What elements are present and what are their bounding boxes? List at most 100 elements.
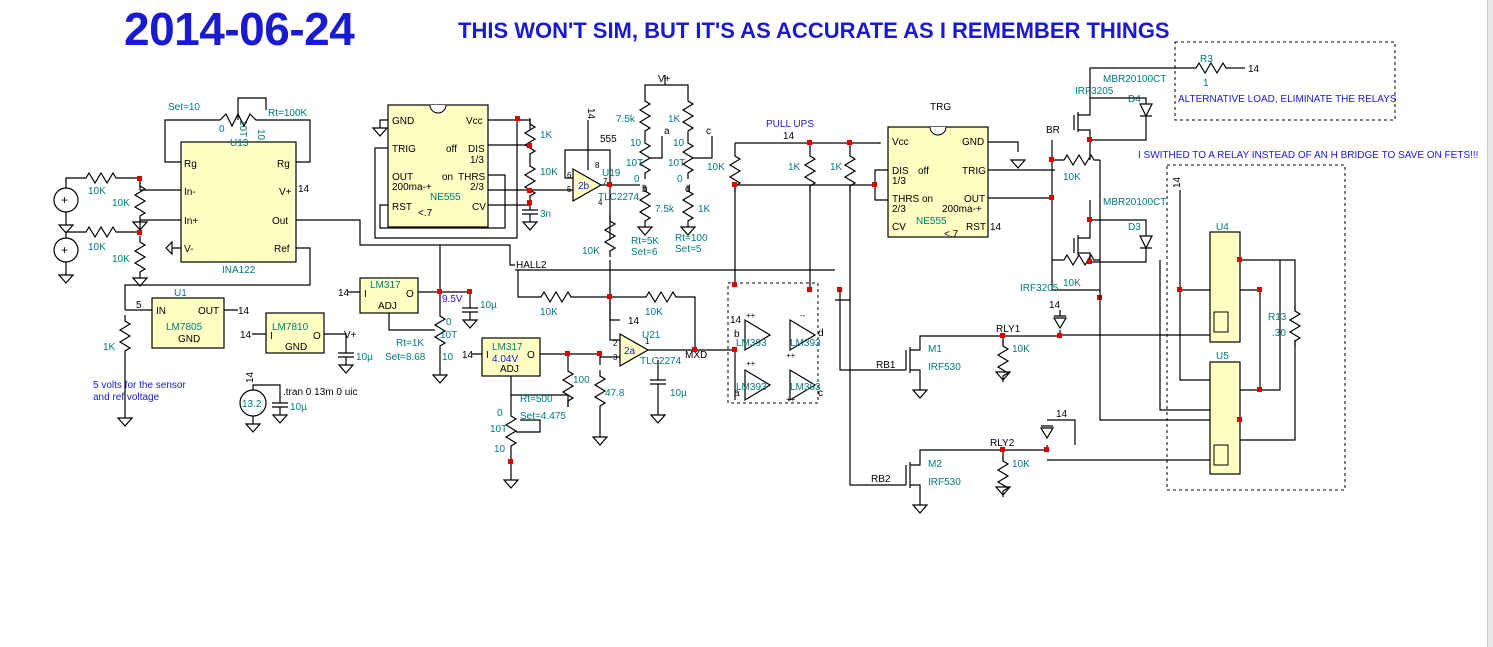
t-gnd: GND <box>392 116 414 127</box>
lm393-c: c <box>818 388 823 399</box>
pin-vp: V+ <box>279 187 292 198</box>
t-dis-frac: 1/3 <box>470 155 484 166</box>
net-d: d <box>685 184 691 195</box>
lm317a-i: I <box>364 289 367 300</box>
p-10ta: 10T <box>626 158 643 169</box>
r-in2: 10K <box>112 198 130 209</box>
lm393-a: a <box>734 388 740 399</box>
net-rb2: RB2 <box>871 474 891 485</box>
c-batt: 10µ <box>290 402 307 413</box>
d4: D4 <box>1128 94 1141 105</box>
lm317-2: LM317 I O 4.04V ADJ 14 100 47.8 Rt=500 S… <box>462 337 625 489</box>
t2-out: OUT <box>964 194 985 205</box>
p-r1: 7.5k <box>616 114 636 125</box>
lm393-b: b <box>734 329 740 340</box>
lm317-1: LM317 I O ADJ 9.5V 14 10µ 0 10T 10 Rt=1K… <box>338 245 497 384</box>
u21-tlc: TLC2274 <box>640 356 682 367</box>
relay-note: I SWITHED TO A RELAY INSTEAD OF AN H BRI… <box>1138 150 1478 161</box>
p-rt1: Rt=5K <box>631 236 659 247</box>
t2-rst-14: 14 <box>990 222 1002 233</box>
net-rly2: RLY2 <box>990 438 1015 449</box>
sensor-note-2: and ref voltage <box>93 392 160 403</box>
lm317a-name: LM317 <box>370 280 401 291</box>
t-out-i: 200ma-+ <box>392 182 432 193</box>
t2-dis: DIS <box>892 166 909 177</box>
t-thrs-frac: 2/3 <box>470 182 484 193</box>
t-c3n: 3n <box>540 209 551 220</box>
p-r4: 1K <box>698 204 711 215</box>
pin-inp: In+ <box>184 216 198 227</box>
d-rly2-14: 14 <box>1056 409 1068 420</box>
t-off: off <box>446 144 457 155</box>
net-c: c <box>706 126 711 137</box>
net-trg: TRG <box>930 102 951 113</box>
u19-p8: 8 <box>595 161 600 170</box>
t-trig: TRIG <box>392 144 416 155</box>
p-rt2: Rt=100 <box>675 233 708 244</box>
t-dis: DIS <box>468 144 485 155</box>
pu-r1: 10K <box>707 162 725 173</box>
lm317b-r478: 47.8 <box>605 388 625 399</box>
tran-directive: .tran 0 13m 0 uic <box>283 387 357 398</box>
m1-r: 10K <box>1012 344 1030 355</box>
m2-r: 10K <box>1012 459 1030 470</box>
net-rly1: RLY1 <box>996 324 1021 335</box>
lm393-1: LM393 <box>736 338 767 349</box>
ina122: U13 INA122 Rg In- In+ V- Rg V+ Out Ref 1… <box>53 97 515 310</box>
t-out: OUT <box>392 172 413 183</box>
lm317a-c: 10µ <box>480 300 497 311</box>
lm317b-r100: 100 <box>573 375 590 386</box>
lm317b-pot10: 10 <box>494 444 506 455</box>
ina122-name: INA122 <box>222 265 256 276</box>
u19-555: 555 <box>600 134 617 145</box>
ina122-ref: U13 <box>230 138 249 149</box>
t2-on: on <box>922 194 933 205</box>
t2-rst: RST <box>966 222 986 233</box>
lm393-3: LM393 <box>736 382 767 393</box>
d-bot: MBR20100CT <box>1103 197 1166 208</box>
r13-val: .30 <box>1272 328 1286 339</box>
p-10a: 10 <box>630 138 642 149</box>
lm393-pp4: ++ <box>786 395 796 404</box>
u21-p1: 1 <box>645 337 650 346</box>
lm393-2: LM393 <box>790 338 821 349</box>
svg-text:+: + <box>61 243 68 257</box>
date-title: 2014-06-24 <box>124 3 355 55</box>
ina-set: Set=10 <box>168 102 200 113</box>
net-rb1: RB1 <box>876 360 896 371</box>
p-r3: 7.5k <box>655 204 675 215</box>
hall2-section: HALL2 10K 10K 2a U21 TLC2274 14 1 2 3 MX… <box>515 260 835 424</box>
lm317a-o: O <box>406 289 414 300</box>
lm317b-pot0: 0 <box>497 408 503 419</box>
pu-14: 14 <box>783 131 795 142</box>
lm317a-pot10: 10 <box>442 352 454 363</box>
lm317b-v: 4.04V <box>492 354 518 365</box>
p-0a: 0 <box>634 174 640 185</box>
lm7810-o: O <box>313 331 321 342</box>
net-5: 5 <box>136 300 142 311</box>
lm393-pp2: ++ <box>786 351 796 360</box>
pull-ups: PULL UPS 14 10K 1K 1K <box>707 119 888 201</box>
u19-14: 14 <box>585 108 596 120</box>
lm317b-set: Set=4.475 <box>520 411 566 422</box>
lm317a-rt: Rt=1K <box>396 338 424 349</box>
p-10tb: 10T <box>668 158 685 169</box>
scrollbar[interactable] <box>1487 0 1493 647</box>
u1-name: LM7805 <box>166 322 203 333</box>
battery-v: 13.2 <box>242 399 262 410</box>
relay-u5: U5 <box>1216 351 1229 362</box>
r-in3: 10K <box>88 242 106 253</box>
u21-c: 10µ <box>670 388 687 399</box>
ina-pot-bot: 10 <box>255 129 266 141</box>
u1-ref: U1 <box>174 288 187 299</box>
net-b: b <box>642 184 648 195</box>
t2-v: <.7 <box>944 229 959 240</box>
r13: R13 <box>1268 312 1287 323</box>
pin-rg2: Rg <box>277 159 290 170</box>
u21-a: 2a <box>624 346 636 357</box>
h-r2: 10K <box>645 307 663 318</box>
t2-thrs-frac: 2/3 <box>892 204 906 215</box>
lm317a-v: 9.5V <box>442 294 463 305</box>
h-r1: 10K <box>540 307 558 318</box>
p-set2: Set=5 <box>675 244 702 255</box>
